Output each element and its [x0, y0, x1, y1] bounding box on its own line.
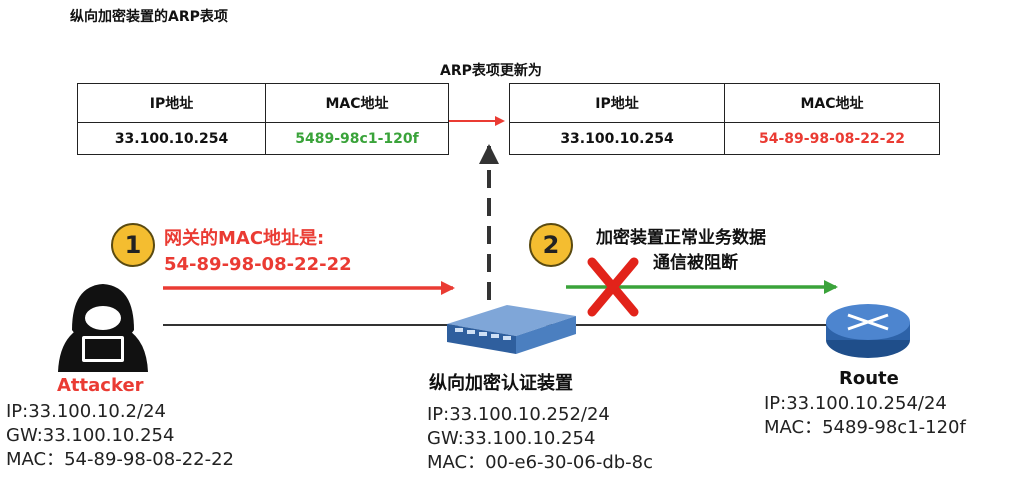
step1-line2: 54-89-98-08-22-22 [164, 254, 352, 275]
table-row: 33.100.10.254 5489-98c1-120f [77, 122, 449, 155]
route-name: Route [839, 368, 899, 389]
table-cell-ip: 33.100.10.254 [77, 122, 266, 155]
table-header-ip: IP地址 [77, 82, 266, 124]
table-header-mac: MAC地址 [724, 82, 940, 124]
attacker-ip: IP:33.100.10.2/24 [6, 401, 166, 422]
step2-badge: 2 [529, 223, 573, 267]
device-mac: MAC：00-e6-30-06-db-8c [427, 452, 654, 473]
step1-label: 网关的MAC地址是: 54-89-98-08-22-22 [164, 226, 352, 278]
arp-table-old: IP地址 MAC地址 33.100.10.254 5489-98c1-120f [77, 82, 449, 155]
table-header-row: IP地址 MAC地址 [77, 82, 449, 124]
diagram-title: 纵向加密装置的ARP表项 [70, 9, 228, 25]
route-mac: MAC：5489-98c1-120f [764, 417, 966, 438]
step1-line1: 网关的MAC地址是: [164, 228, 325, 249]
attacker-mac: MAC：54-89-98-08-22-22 [6, 449, 234, 470]
attacker-info: IP:33.100.10.2/24 GW:33.100.10.254 MAC：5… [6, 400, 234, 472]
attacker-gw: GW:33.100.10.254 [6, 425, 175, 446]
table-header-ip: IP地址 [509, 82, 725, 124]
table-header-row: IP地址 MAC地址 [509, 82, 940, 124]
route-info: IP:33.100.10.254/24 MAC：5489-98c1-120f [764, 392, 966, 440]
attacker-name: Attacker [57, 375, 144, 396]
table-header-mac: MAC地址 [265, 82, 449, 124]
device-info: IP:33.100.10.252/24 GW:33.100.10.254 MAC… [427, 403, 653, 475]
table-cell-mac: 5489-98c1-120f [265, 122, 449, 155]
step2-line1: 加密装置正常业务数据 [596, 228, 766, 248]
blocked-x-icon [587, 257, 639, 317]
arp-table-new: IP地址 MAC地址 33.100.10.254 54-89-98-08-22-… [509, 82, 940, 155]
arp-update-label: ARP表项更新为 [440, 63, 542, 79]
device-gw: GW:33.100.10.254 [427, 428, 596, 449]
table-cell-mac: 54-89-98-08-22-22 [724, 122, 940, 155]
encryption-device-icon [447, 305, 576, 354]
attacker-icon [58, 284, 148, 372]
router-icon [826, 304, 910, 358]
table-row: 33.100.10.254 54-89-98-08-22-22 [509, 122, 940, 155]
step2-line2: 通信被阻断 [653, 253, 738, 273]
table-cell-ip: 33.100.10.254 [509, 122, 725, 155]
device-ip: IP:33.100.10.252/24 [427, 404, 610, 425]
route-ip: IP:33.100.10.254/24 [764, 393, 947, 414]
step1-badge: 1 [111, 223, 155, 267]
device-name: 纵向加密认证装置 [429, 373, 573, 394]
